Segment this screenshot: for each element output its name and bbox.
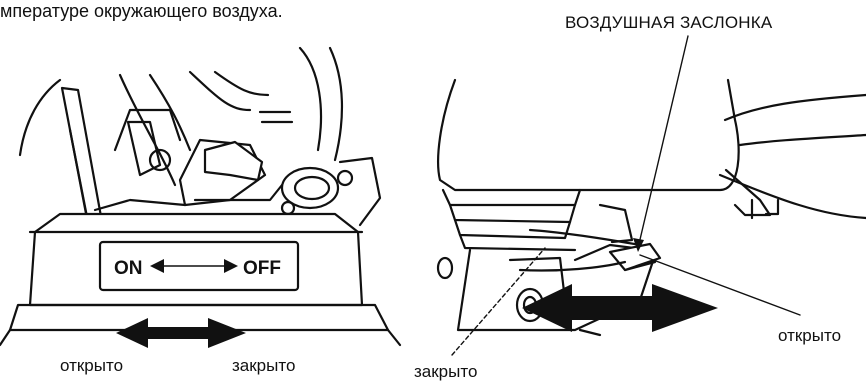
air-damper-callout: ВОЗДУШНАЯ ЗАСЛОНКА	[565, 13, 772, 33]
left-engine-drawing	[0, 48, 400, 348]
open-label-left: открыто	[60, 356, 123, 376]
intro-text: мпературе окружающего воздуха.	[0, 0, 283, 22]
switch-on-label: ON	[114, 258, 143, 279]
right-engine-drawing	[438, 36, 866, 355]
open-label-right: открыто	[778, 326, 841, 346]
closed-label-right: закрыто	[414, 362, 477, 382]
switch-off-label: OFF	[243, 258, 281, 279]
closed-label-left: закрыто	[232, 356, 295, 376]
